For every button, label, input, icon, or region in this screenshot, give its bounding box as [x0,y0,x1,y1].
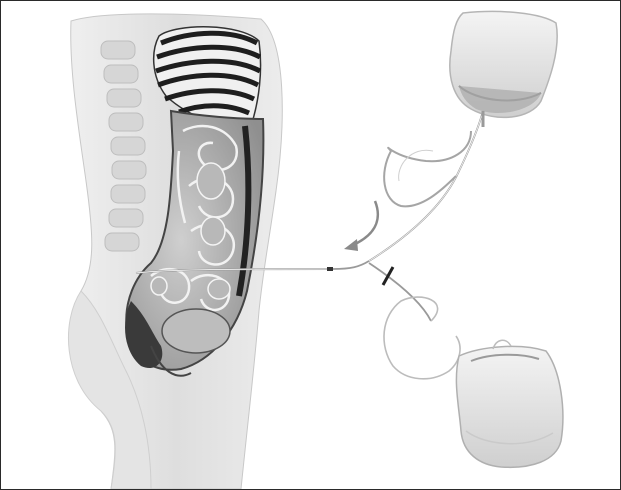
tube-clamp-icon [383,267,393,285]
curved-arrow-icon [344,201,378,251]
tubing-coil-icon [384,131,471,206]
tubing-highlight-icon [369,111,483,261]
dialysate-bag-icon [450,11,557,127]
drainage-bag-icon [456,340,562,467]
tubing-icon [333,111,483,321]
outflow-tubing-icon [384,297,460,379]
